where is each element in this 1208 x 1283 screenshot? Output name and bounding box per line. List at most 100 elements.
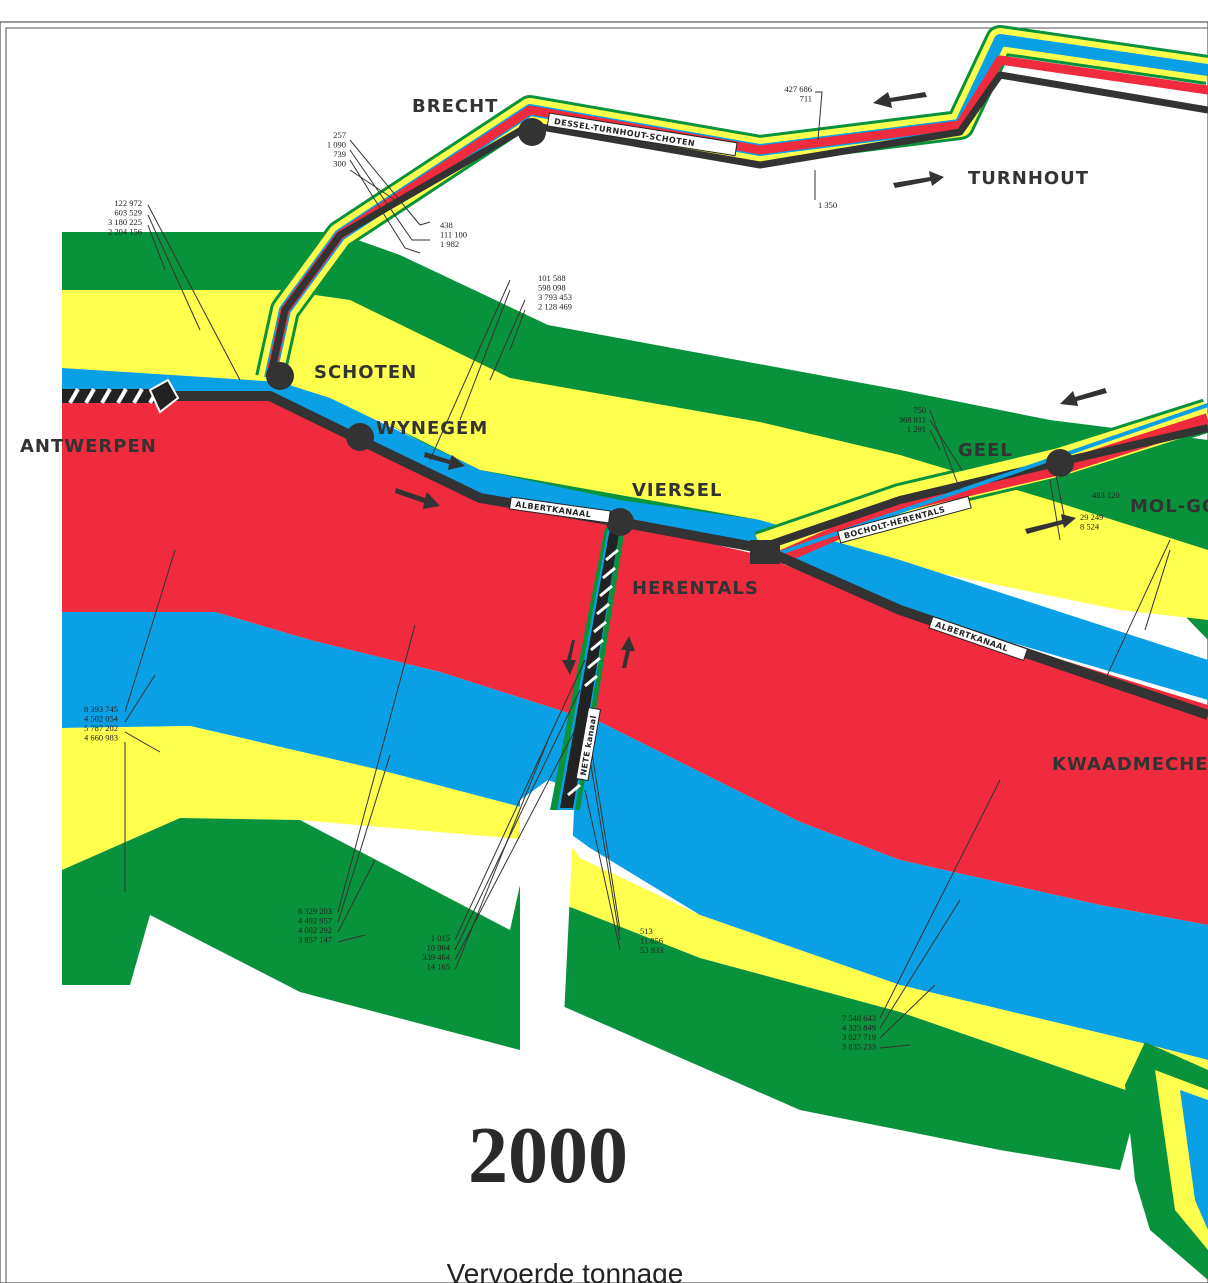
- place-geel: GEEL: [958, 440, 1013, 461]
- tonnage-value: 339 464: [422, 952, 450, 962]
- place-turnhout: TURNHOUT: [968, 168, 1089, 189]
- tonnage-value: 368 811: [899, 415, 926, 425]
- place-brecht: BRECHT: [412, 96, 498, 117]
- arrow-mol: [1025, 514, 1076, 534]
- se-blue: [1180, 1090, 1208, 1230]
- arrow-wynegem: [424, 452, 465, 470]
- tonnage-value: 8 393 745: [84, 704, 118, 714]
- tonnage-value: 513: [640, 926, 653, 936]
- place-wynegem: WYNEGEM: [376, 418, 488, 439]
- figure-group-turnhout-bottom: 1 350: [818, 200, 837, 210]
- tonnage-value: 300: [333, 159, 346, 169]
- node-herentals: [750, 540, 780, 564]
- tonnage-value: 4 325 849: [842, 1023, 876, 1033]
- tonnage-value: 603 529: [114, 208, 142, 218]
- tonnage-value: 3 857 147: [298, 935, 332, 945]
- figure-group-mol-a: 483 120: [1092, 490, 1120, 500]
- arrow-nete-down: [562, 640, 576, 675]
- green-band: [62, 818, 1140, 1170]
- tonnage-value: 1 090: [327, 140, 346, 150]
- place-names: BRECHT TURNHOUT SCHOTEN ANTWERPEN WYNEGE…: [20, 96, 1208, 775]
- yellow-band-upper: [62, 290, 1208, 620]
- tonnage-value: 750: [913, 405, 926, 415]
- lock-marker: [148, 378, 180, 414]
- tonnage-value: 11 856: [640, 936, 663, 946]
- tonnage-value: 739: [333, 149, 346, 159]
- tonnage-value: 483 120: [1092, 490, 1120, 500]
- place-viersel: VIERSEL: [632, 480, 723, 501]
- place-schoten: SCHOTEN: [314, 362, 417, 383]
- tonnage-value: 598 098: [538, 283, 566, 293]
- nete-kanaal: [550, 528, 625, 810]
- albertkanaal-band-west: [62, 232, 1208, 1170]
- southeast-bands: [1125, 1042, 1208, 1280]
- nodes: [266, 118, 1074, 564]
- inner-frame: [5, 27, 1208, 1283]
- arrow-turnhout-2: [893, 171, 944, 188]
- red-band: [62, 398, 1208, 925]
- tonnage-value: 711: [800, 94, 812, 104]
- place-antwerpen: ANTWERPEN: [20, 436, 157, 457]
- tonnage-value: 111 100: [440, 230, 467, 240]
- tonnage-value: 10 964: [427, 943, 451, 953]
- tonnage-value: 1 350: [818, 200, 837, 210]
- arrow-geel: [1060, 388, 1107, 406]
- node-brecht: [518, 118, 546, 146]
- tonnage-value: 8 524: [1080, 522, 1100, 532]
- tonnage-value: 1 015: [431, 933, 450, 943]
- tonnage-value: 4 492 957: [298, 916, 332, 926]
- blue-band: [62, 612, 1208, 1060]
- tonnage-value: 2 128 469: [538, 302, 572, 312]
- tonnage-value: 2 204 156: [108, 227, 142, 237]
- tonnage-value: 3 835 233: [842, 1042, 876, 1052]
- place-herentals: HERENTALS: [632, 578, 759, 599]
- tonnage-value: 14 165: [427, 962, 450, 972]
- place-kwaadmechelen: KWAADMECHE: [1052, 754, 1208, 775]
- year-title: 2000: [468, 1112, 628, 1200]
- tonnage-value: 257: [333, 130, 346, 140]
- node-wynegem: [346, 423, 374, 451]
- place-mol: MOL-GO: [1130, 496, 1208, 517]
- nete-gap: [520, 780, 575, 1100]
- tonnage-value: 7 548 643: [842, 1013, 876, 1023]
- tonnage-value: 4 002 292: [298, 925, 332, 935]
- tonnage-value: 3 793 453: [538, 292, 572, 302]
- arrow-turnhout-1: [873, 92, 927, 108]
- tonnage-value: 4 502 054: [84, 714, 119, 724]
- subtitle: Vervoerde tonnage: [447, 1258, 684, 1283]
- tonnage-value: 3 180 225: [108, 217, 142, 227]
- flow-arrows: [395, 92, 1107, 675]
- tonnage-value: 8 329 203: [298, 906, 332, 916]
- leader-lines: [124, 91, 1171, 1049]
- tonnage-value: 5 787 202: [84, 723, 118, 733]
- arrow-albert: [395, 488, 440, 509]
- tonnage-value: 438: [440, 220, 453, 230]
- tonnage-value: 53 933: [640, 945, 663, 955]
- tonnage-value: 4 660 983: [84, 733, 118, 743]
- tonnage-value: 101 588: [538, 273, 566, 283]
- tonnage-value: 3 027 719: [842, 1032, 876, 1042]
- node-geel: [1046, 449, 1074, 477]
- tonnage-value: 1 982: [440, 239, 459, 249]
- tonnage-value: 122 972: [114, 198, 142, 208]
- tonnage-value: 1 291: [907, 424, 926, 434]
- node-schoten: [266, 362, 294, 390]
- outer-frame: [0, 21, 1208, 1283]
- tonnage-value: 427 686: [784, 84, 812, 94]
- yellow-band: [62, 726, 1208, 1120]
- node-viersel: [606, 508, 634, 536]
